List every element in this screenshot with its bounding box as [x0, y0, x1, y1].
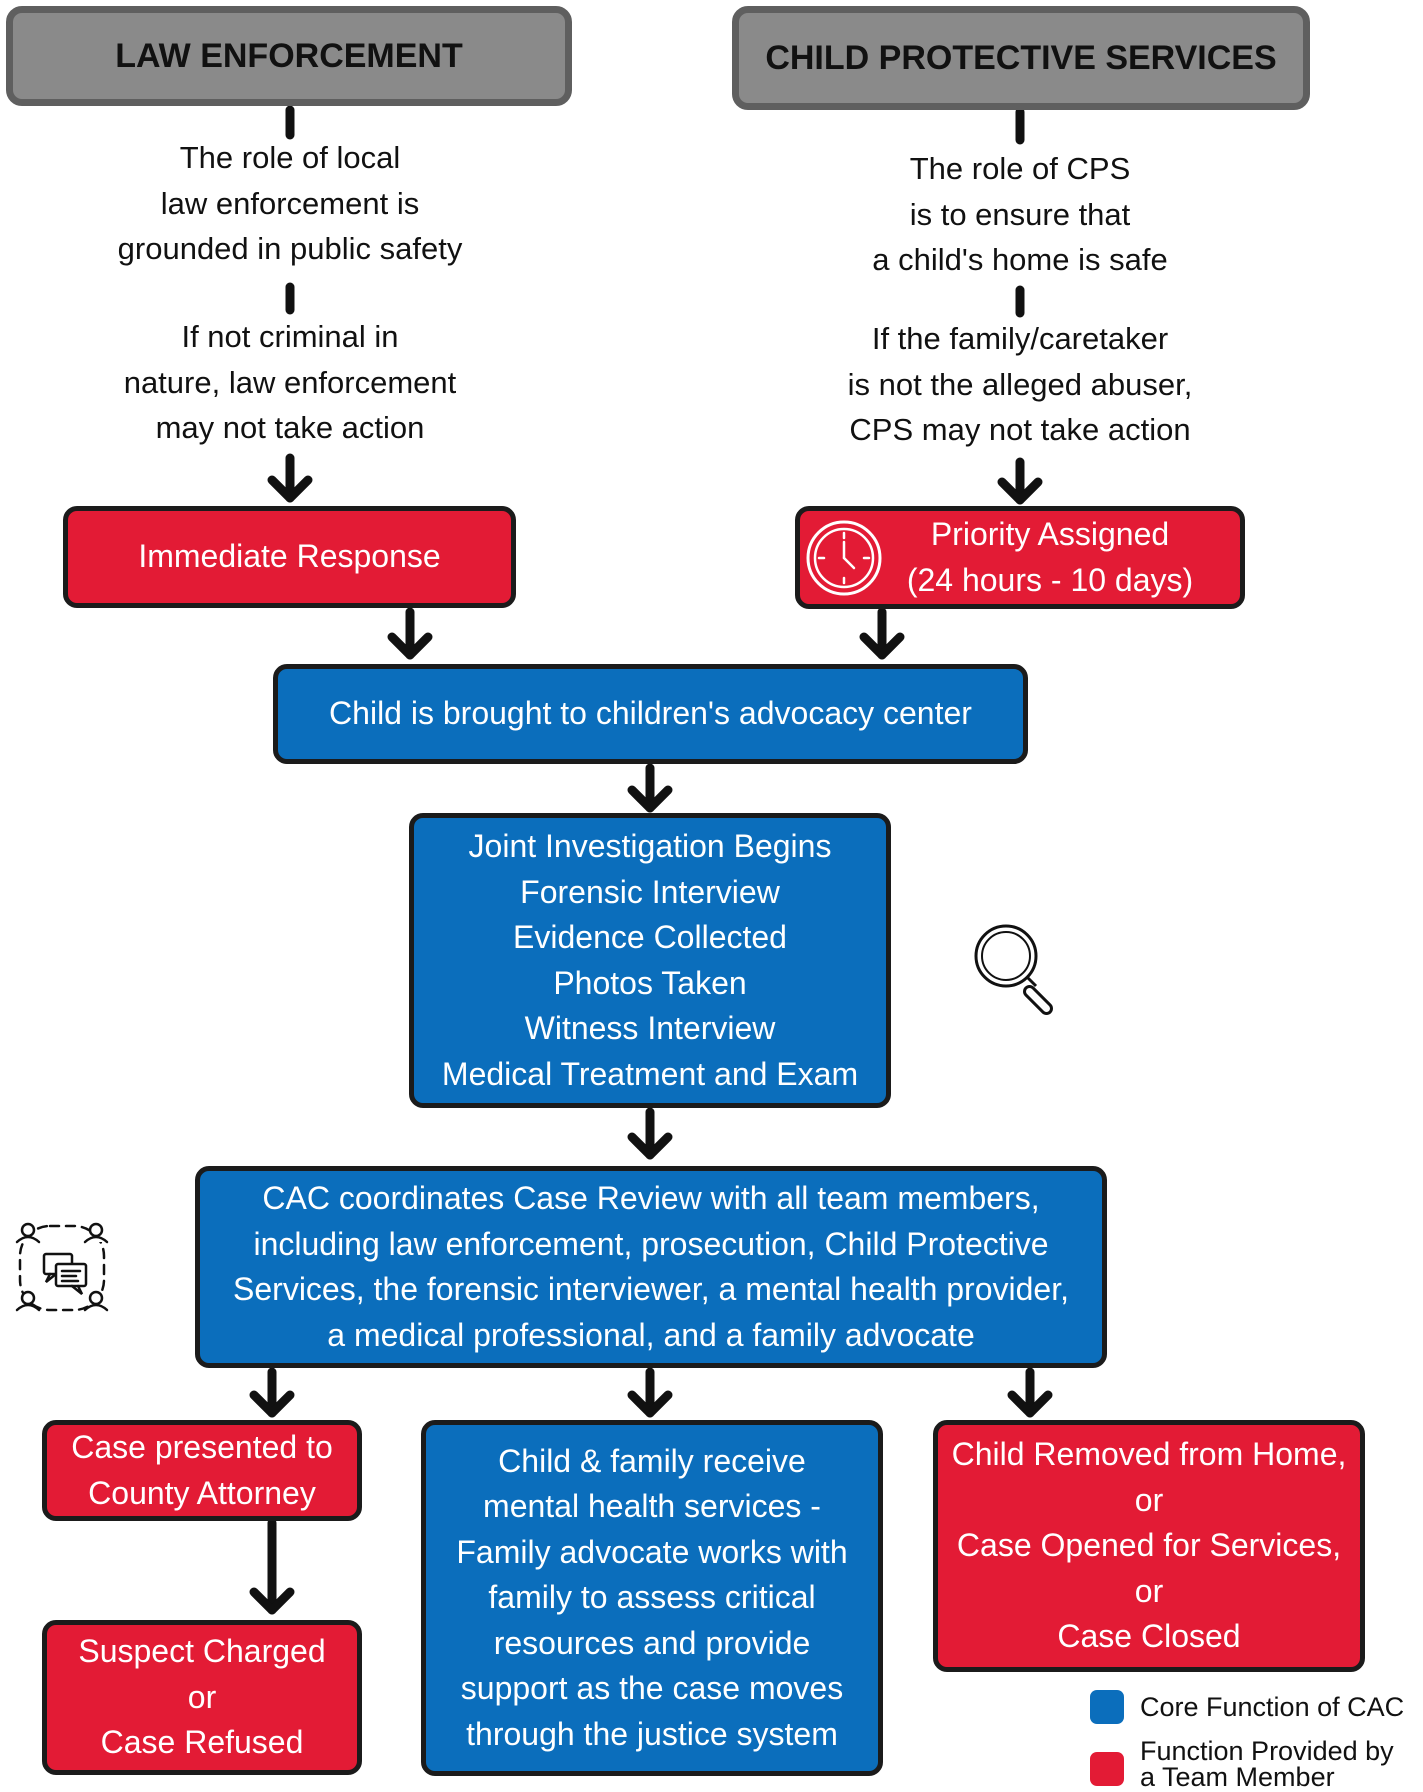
- legend-team: Function Provided by a Team Member: [1090, 1736, 1410, 1792]
- case-review-box: CAC coordinates Case Review with all tea…: [195, 1166, 1107, 1368]
- note-line: may not take action: [155, 410, 425, 445]
- arrow-priority-to-cac: [859, 607, 905, 660]
- legend-core: Core Function of CAC: [1090, 1690, 1404, 1724]
- box-line: Services, the forensic interviewer, a me…: [233, 1271, 1069, 1307]
- box-line: Case Opened for Services,: [956, 1527, 1342, 1564]
- box-line: (24 hours - 10 days): [906, 561, 1194, 598]
- arrow-review-to-removed: [1007, 1367, 1053, 1418]
- arrow-immediate-to-cac: [387, 607, 433, 660]
- box-line: Evidence Collected: [513, 919, 787, 955]
- box-line: family to assess critical: [488, 1579, 816, 1616]
- note-line: is to ensure that: [909, 196, 1131, 232]
- note-line: If the family/caretaker: [871, 321, 1169, 356]
- note-line: law enforcement is: [160, 185, 420, 221]
- arrow-review-to-mental-health: [627, 1367, 673, 1418]
- box-line: Child & family receive: [498, 1442, 806, 1479]
- box-line: Case presented to: [71, 1429, 333, 1465]
- clock-icon: [806, 520, 882, 596]
- header-label: CHILD PROTECTIVE SERVICES: [765, 38, 1277, 77]
- box-line: including law enforcement, prosecution, …: [253, 1225, 1049, 1262]
- box-line: Priority Assigned: [930, 516, 1170, 552]
- arrow-investigation-to-review: [627, 1107, 673, 1160]
- team-chat-icon: [15, 1222, 109, 1312]
- note-line: grounded in public safety: [117, 231, 463, 266]
- header-label: LAW ENFORCEMENT: [115, 36, 463, 75]
- cac-arrival-box: Child is brought to children's advocacy …: [273, 664, 1028, 764]
- law-role-note: The role of local law enforcement is gro…: [60, 135, 520, 272]
- box-line: Case Closed: [1057, 1618, 1241, 1655]
- legend-label: Core Function of CAC: [1140, 1692, 1405, 1722]
- box-line: or: [187, 1678, 217, 1715]
- suspect-charged-box: Suspect Charged or Case Refused: [42, 1620, 362, 1775]
- arrow-cps-to-priority: [997, 457, 1043, 505]
- legend-swatch-blue: [1090, 1690, 1124, 1724]
- box-line: Immediate Response: [138, 538, 441, 575]
- box-line: County Attorney: [88, 1474, 316, 1511]
- box-line: Child Removed from Home,: [951, 1436, 1347, 1473]
- cps-role-note: The role of CPS is to ensure that a chil…: [800, 146, 1240, 283]
- cps-header: CHILD PROTECTIVE SERVICES: [732, 6, 1310, 110]
- box-line: CAC coordinates Case Review with all tea…: [262, 1180, 1040, 1216]
- cps-condition-note: If the family/caretaker is not the alleg…: [800, 316, 1240, 453]
- mental-health-box: Child & family receive mental health ser…: [421, 1420, 883, 1776]
- box-line: or: [1134, 1572, 1164, 1609]
- law-condition-note: If not criminal in nature, law enforceme…: [60, 314, 520, 451]
- law-enforcement-header: LAW ENFORCEMENT: [6, 6, 572, 106]
- box-line: or: [1134, 1481, 1164, 1518]
- box-line: Photos Taken: [553, 964, 747, 1001]
- arrow-cac-to-investigation: [627, 763, 673, 813]
- note-line: The role of local: [179, 140, 401, 175]
- joint-investigation-box: Joint Investigation Begins Forensic Inte…: [409, 813, 891, 1108]
- box-line: Witness Interview: [524, 1010, 776, 1046]
- box-line: Case Refused: [100, 1724, 304, 1761]
- magnifier-icon: [974, 924, 1053, 1015]
- arrow-law-to-immediate: [267, 453, 313, 503]
- arrow-review-to-county: [249, 1367, 295, 1418]
- box-line: through the justice system: [466, 1715, 838, 1752]
- arrow-county-to-suspect: [249, 1518, 295, 1615]
- legend-label: Function Provided by a Team Member: [1140, 1736, 1394, 1792]
- note-line: nature, law enforcement: [123, 364, 457, 400]
- child-removed-box: Child Removed from Home, or Case Opened …: [933, 1420, 1365, 1672]
- note-line: is not the alleged abuser,: [847, 366, 1193, 402]
- box-line: support as the case moves: [460, 1670, 844, 1707]
- note-line: The role of CPS: [909, 151, 1131, 186]
- legend-swatch-red: [1090, 1752, 1124, 1786]
- box-line: resources and provide: [493, 1624, 811, 1661]
- box-line: a medical professional, and a family adv…: [327, 1316, 975, 1353]
- box-line: Suspect Charged: [78, 1633, 326, 1670]
- box-line: Medical Treatment and Exam: [441, 1055, 859, 1092]
- box-line: Child is brought to children's advocacy …: [329, 695, 972, 732]
- box-line: Forensic Interview: [520, 873, 780, 910]
- box-line: mental health services -: [483, 1488, 821, 1525]
- box-line: Family advocate works with: [456, 1533, 848, 1570]
- county-attorney-box: Case presented to County Attorney: [42, 1420, 362, 1521]
- note-line: If not criminal in: [181, 319, 399, 354]
- box-line: Joint Investigation Begins: [468, 828, 832, 864]
- note-line: a child's home is safe: [872, 242, 1168, 277]
- immediate-response-box: Immediate Response: [63, 506, 516, 608]
- note-line: CPS may not take action: [849, 412, 1191, 447]
